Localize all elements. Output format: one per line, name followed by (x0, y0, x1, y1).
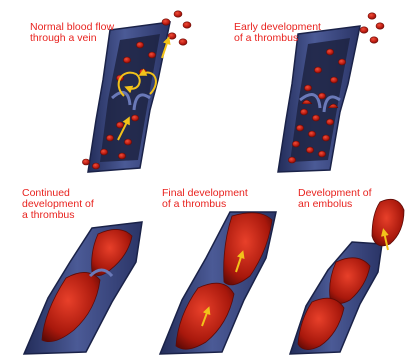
red-blood-cell-icon (183, 22, 191, 28)
red-blood-cell-icon (370, 37, 378, 43)
red-blood-cell-icon (338, 59, 345, 65)
red-blood-cell-icon (288, 157, 295, 163)
thrombus-clot (224, 213, 272, 285)
vein-continued-thrombus (24, 222, 142, 354)
red-blood-cell-icon (330, 77, 337, 83)
red-blood-cell-icon (376, 23, 384, 29)
vein-embolus (290, 199, 404, 354)
red-blood-cell-icon (318, 93, 325, 99)
label-embolus: Development of an embolus (298, 188, 372, 210)
red-blood-cell-icon (148, 52, 155, 58)
red-blood-cell-icon (123, 57, 130, 63)
red-blood-cell-icon (368, 13, 376, 19)
red-blood-cell-icon (306, 147, 313, 153)
red-blood-cell-icon (326, 49, 333, 55)
label-normal-flow: Normal blood flow through a vein (30, 22, 114, 44)
red-blood-cell-icon (360, 27, 368, 33)
red-blood-cell-icon (312, 115, 319, 121)
red-blood-cell-icon (82, 159, 89, 165)
red-blood-cell-icon (304, 85, 311, 91)
vein-final-thrombus (160, 212, 276, 354)
red-blood-cell-icon (162, 19, 170, 25)
red-blood-cell-icon (179, 39, 187, 45)
red-blood-cell-icon (92, 163, 99, 169)
red-blood-cell-icon (308, 131, 315, 137)
red-blood-cell-icon (314, 67, 321, 73)
red-blood-cell-icon (322, 135, 329, 141)
embolus (372, 199, 404, 245)
red-blood-cell-icon (116, 122, 123, 128)
label-final-thrombus: Final development of a thrombus (162, 188, 248, 210)
red-blood-cell-icon (124, 139, 131, 145)
red-blood-cell-icon (168, 33, 176, 39)
red-blood-cell-icon (326, 119, 333, 125)
red-blood-cell-icon (106, 135, 113, 141)
red-blood-cell-icon (318, 151, 325, 157)
red-blood-cell-icon (174, 11, 182, 17)
red-blood-cell-icon (292, 141, 299, 147)
label-continued-thrombus: Continued development of a thrombus (22, 188, 94, 221)
red-blood-cell-icon (118, 153, 125, 159)
red-blood-cell-icon (300, 109, 307, 115)
red-blood-cell-icon (296, 125, 303, 131)
label-early-thrombus: Early development of a thrombus (234, 22, 321, 44)
red-blood-cell-icon (100, 149, 107, 155)
red-blood-cell-icon (131, 115, 138, 121)
red-blood-cell-icon (136, 42, 143, 48)
